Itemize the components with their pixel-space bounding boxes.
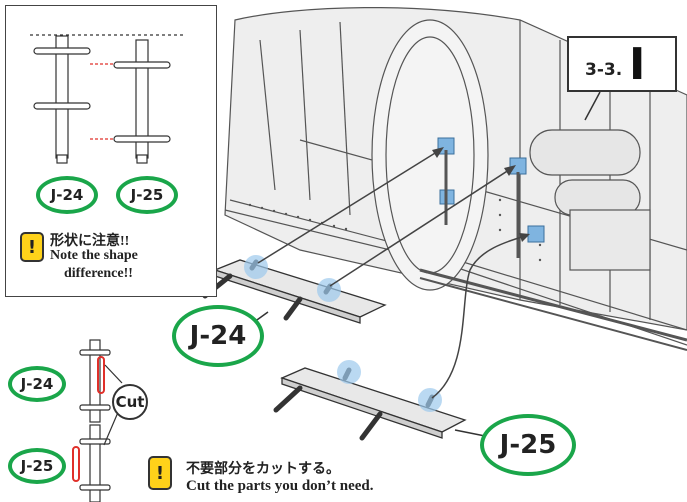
- step-label: 3-3. I: [567, 36, 677, 92]
- cut-label-j25: J-25: [8, 448, 66, 484]
- cut-note-en: Cut the parts you don’t need.: [186, 478, 374, 494]
- inset-note-en-line1: Note the shape: [50, 248, 138, 263]
- cut-label-j24: J-24: [8, 366, 66, 402]
- cut-warning-icon: !: [148, 456, 172, 490]
- step-number: 3-3.: [585, 60, 623, 80]
- inset-label-j24: J-24: [36, 176, 98, 214]
- inset-note-en-line2: difference!!: [64, 266, 133, 281]
- shape-difference-inset: J-24 J-25 ! 形状に注意!! Note the shape diffe…: [5, 5, 217, 297]
- cut-note-ja: 不要部分をカットする。: [186, 462, 340, 477]
- cut-parts-drawing: [72, 339, 123, 502]
- inset-label-j25: J-25: [116, 176, 178, 214]
- cut-marker: Cut: [112, 384, 148, 420]
- part-comparison-drawing: [30, 34, 186, 164]
- warning-icon: !: [20, 232, 44, 262]
- callout-j25: J-25: [480, 414, 576, 476]
- step-letter: I: [629, 39, 646, 90]
- inset-note-ja: 形状に注意!!: [50, 234, 130, 249]
- callout-j24: J-24: [172, 305, 264, 367]
